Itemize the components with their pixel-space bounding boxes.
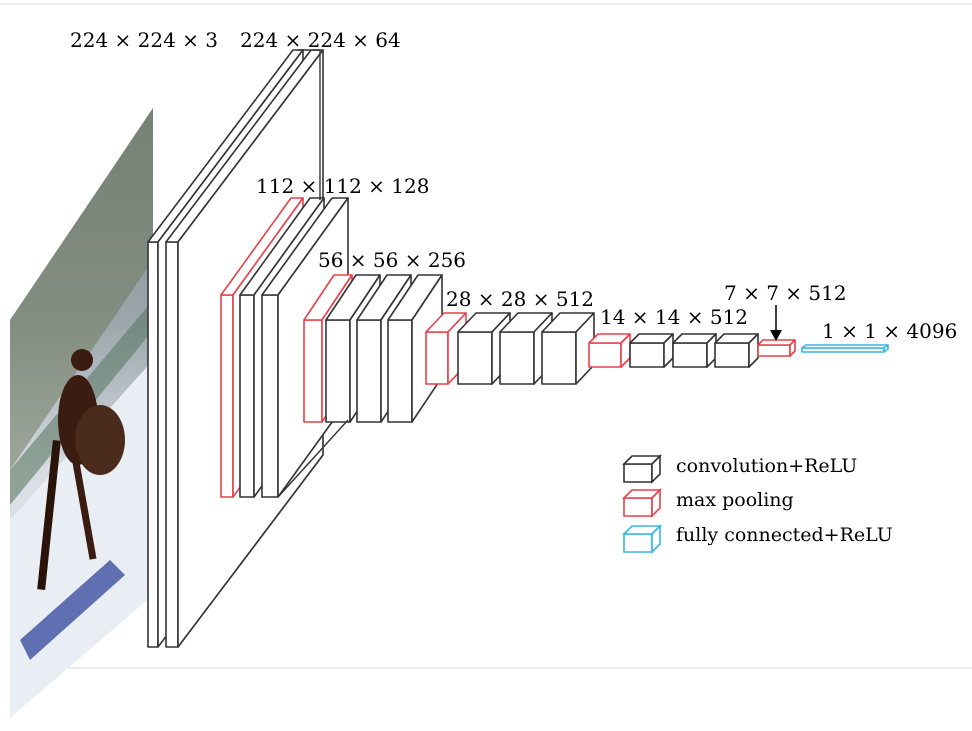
label-14x14x512: 14 × 14 × 512 <box>600 305 748 329</box>
input-image <box>0 100 160 730</box>
legend-icons <box>624 456 660 552</box>
label-112x112x128: 112 × 112 × 128 <box>256 174 429 198</box>
network-layers <box>148 50 888 647</box>
label-1x1x4096: 1 × 1 × 4096 <box>822 319 957 343</box>
label-7x7x512: 7 × 7 × 512 <box>724 281 847 305</box>
pool4-block <box>589 334 630 367</box>
label-28x28x512: 28 × 28 × 512 <box>446 287 594 311</box>
conv5-block-c <box>715 334 758 367</box>
conv5-block-b <box>673 334 716 367</box>
label-56x56x256: 56 × 56 × 256 <box>318 248 466 272</box>
label-224x224x3: 224 × 224 × 3 <box>70 28 218 52</box>
legend-label-max-pooling: max pooling <box>676 489 794 511</box>
legend-icon-convolution <box>624 456 660 482</box>
label-224x224x64: 224 × 224 × 64 <box>240 28 401 52</box>
pool5-block <box>758 340 795 356</box>
legend-label-convolution: convolution+ReLU <box>676 455 857 477</box>
fc-block <box>802 345 888 352</box>
legend-icon-fully-connected <box>624 526 660 552</box>
legend-icon-max-pooling <box>624 490 660 516</box>
conv4-block-c <box>542 313 594 384</box>
legend: convolution+ReLU max pooling fully conne… <box>624 455 893 552</box>
conv5-block-a <box>630 334 673 367</box>
legend-label-fully-connected: fully connected+ReLU <box>676 524 893 546</box>
